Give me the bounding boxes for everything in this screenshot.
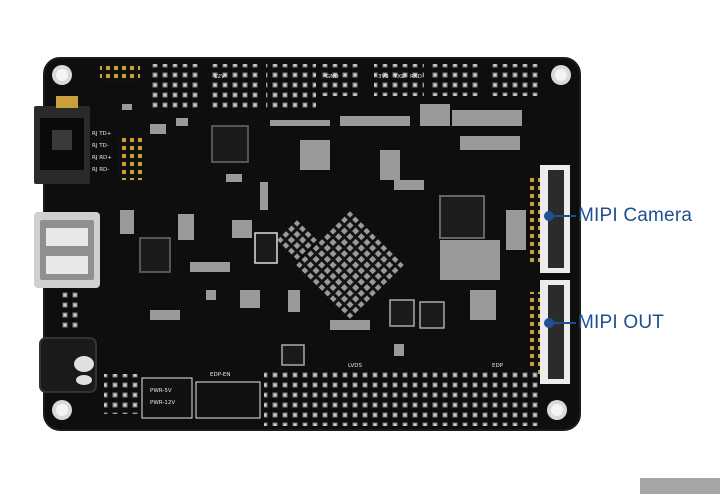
bottom-headers bbox=[104, 370, 538, 426]
top-headers bbox=[100, 64, 538, 110]
gnd-label: GND bbox=[326, 74, 339, 80]
callout-out-pointer bbox=[544, 318, 576, 328]
chips bbox=[139, 125, 485, 366]
pwr2-label: PWR-12V bbox=[150, 400, 175, 406]
power-jack bbox=[39, 337, 97, 393]
rj-label-4: RJ RD- bbox=[92, 167, 109, 173]
pwr-label: PWR-5V bbox=[150, 388, 172, 394]
edp-en-label: EDP-EN bbox=[210, 372, 230, 378]
lvds-label: LVDS bbox=[348, 363, 362, 369]
bga-pads bbox=[296, 211, 404, 319]
passives bbox=[120, 104, 526, 356]
corner-bar bbox=[640, 478, 720, 494]
mipi-out-connector bbox=[530, 280, 570, 384]
mounting-holes bbox=[52, 65, 571, 420]
v33-label: 3V3 bbox=[378, 74, 389, 80]
usb-port bbox=[34, 212, 100, 288]
edp-label: EDP bbox=[492, 363, 504, 369]
mipi-out-label: MIPI OUT bbox=[578, 312, 665, 333]
rj-header bbox=[118, 138, 142, 180]
rxd-label: RXD bbox=[410, 74, 422, 80]
mipi-camera-connector bbox=[530, 165, 570, 273]
side-header bbox=[62, 290, 82, 332]
rj-label-3: RJ RD+ bbox=[92, 155, 112, 161]
txd-label: TXD bbox=[393, 74, 405, 80]
rj-label-2: RJ TD- bbox=[92, 143, 109, 149]
callout-camera-pointer bbox=[544, 211, 576, 221]
v12-label: 12V bbox=[214, 74, 225, 80]
mipi-camera-label: MIPI Camera bbox=[578, 205, 693, 226]
ethernet-port bbox=[34, 96, 90, 184]
rj-label-1: RJ TD+ bbox=[92, 131, 112, 137]
